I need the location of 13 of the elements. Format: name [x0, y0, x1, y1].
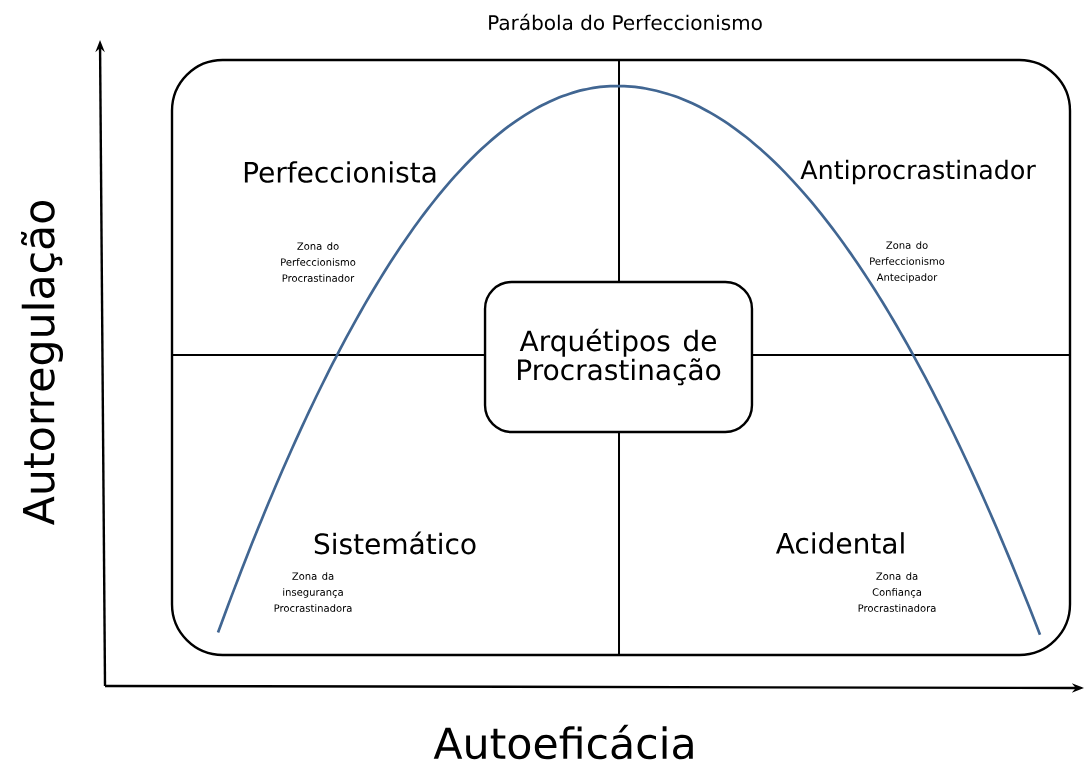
center-box: Arquétipos de Procrastinação: [483, 280, 754, 434]
quadrant-label: Perfeccionista: [244, 161, 436, 183]
quadrant-label: Sistemático: [314, 531, 476, 555]
zone-label: Zona da Confiança Procrastinadora: [858, 572, 936, 612]
zone-label: Zona do Perfeccionismo Procrastinador: [281, 242, 356, 282]
axis-label: Autoeficácia: [433, 724, 693, 760]
zone-label: Zona da insegurança Procrastinadora: [274, 572, 352, 612]
axis-label: Autorregulação: [21, 201, 63, 525]
quadrant-frame: [170, 58, 1072, 657]
title: Parábola do Perfeccionismo: [489, 13, 762, 31]
quadrant-label: Acidental: [775, 532, 904, 554]
zone-label: Zona do Perfeccionismo Antecipador: [870, 241, 945, 283]
quadrant-label: Antiprocrastinador: [800, 159, 1036, 185]
